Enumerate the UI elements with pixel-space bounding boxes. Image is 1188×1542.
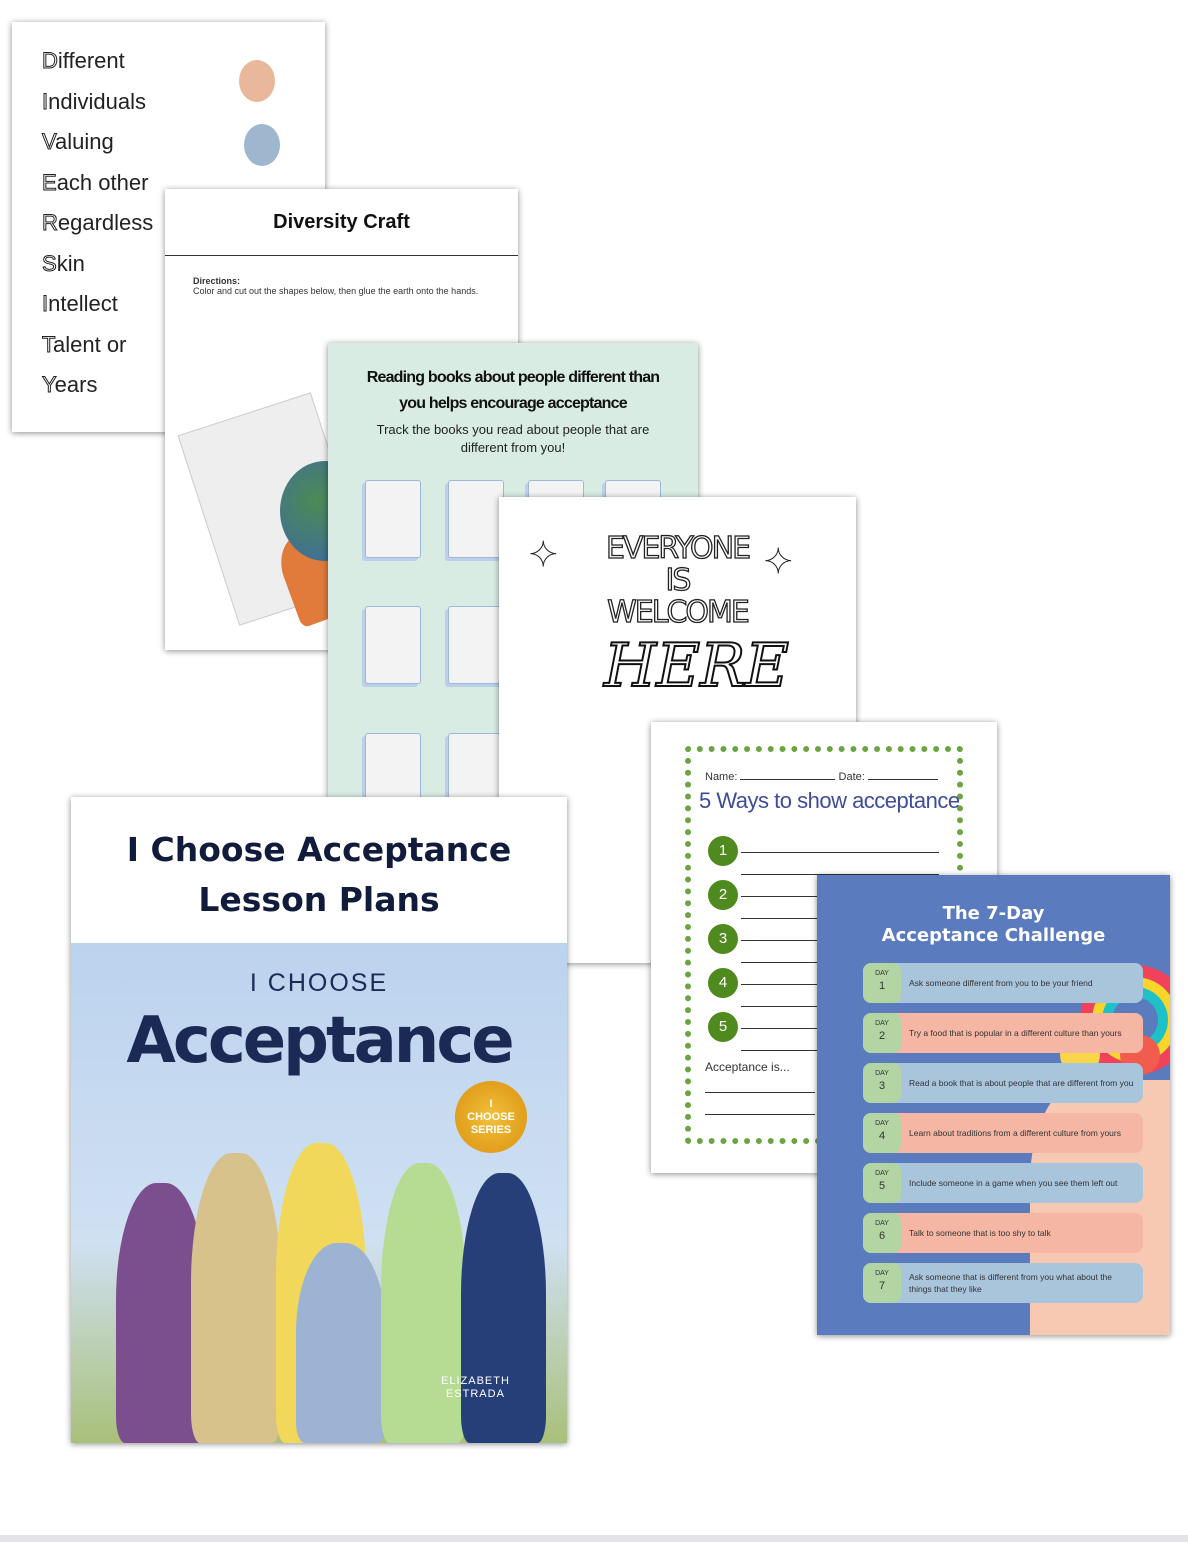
book-subtitle: I CHOOSE — [249, 969, 389, 997]
acrostic-line: Intellect — [41, 291, 118, 317]
boy-illustration — [239, 60, 275, 102]
acceptance-label: Acceptance is... — [705, 1060, 790, 1074]
book-slot — [448, 733, 504, 800]
day-text: Include someone in a game when you see t… — [909, 1178, 1118, 1188]
answer-line — [741, 874, 939, 875]
girl-hijab-illustration — [244, 124, 280, 166]
child-illustration — [191, 1153, 281, 1443]
book-title: Acceptance — [126, 1004, 514, 1078]
acrostic-line: Skin — [42, 250, 85, 276]
day-text: Try a food that is popular in a differen… — [909, 1028, 1122, 1038]
day-text: Read a book that is about people that ar… — [909, 1078, 1134, 1088]
child-wheelchair-illustration — [296, 1243, 386, 1443]
reading-subtitle: Track the books you read about people th… — [376, 422, 650, 455]
directions: Directions:Color and cut out the shapes … — [193, 276, 479, 296]
day-text: Ask someone that is different from you w… — [909, 1272, 1113, 1294]
book-slot — [448, 480, 504, 558]
line — [705, 1114, 815, 1115]
child-illustration — [381, 1163, 466, 1443]
sparkle-icon: ✦ — [529, 536, 558, 575]
craft-title: Diversity Craft — [273, 211, 410, 233]
number-circle: 4 — [708, 968, 738, 998]
book-slot — [448, 606, 504, 684]
acrostic-line: Talent or — [42, 331, 127, 357]
bottom-scrollbar — [0, 1535, 1188, 1542]
day-text: Learn about traditions from a different … — [909, 1128, 1121, 1138]
divider — [165, 255, 518, 256]
welcome-here: HERE — [603, 631, 790, 701]
acrostic-line: Each other — [42, 169, 149, 195]
number-circle: 2 — [708, 880, 738, 910]
name-date-fields: Name: Date: — [705, 770, 938, 783]
number-circle: 3 — [708, 924, 738, 954]
sparkle-icon: ✦ — [764, 543, 793, 582]
day-text: Talk to someone that is too shy to talk — [909, 1228, 1051, 1238]
book-slot — [365, 606, 421, 684]
ways-title: 5 Ways to show acceptance — [699, 788, 960, 813]
number-circle: 1 — [708, 836, 738, 866]
book-slot — [365, 733, 421, 800]
acrostic-line: Individuals — [41, 88, 146, 114]
day-text: Ask someone different from you to be you… — [909, 978, 1093, 988]
line — [705, 1092, 815, 1093]
reading-title: Reading books about people different tha… — [366, 369, 660, 412]
answer-line — [741, 852, 939, 853]
book-slot — [365, 480, 421, 558]
child-illustration — [461, 1173, 546, 1443]
acrostic-line: Regardless — [42, 210, 154, 236]
number-circle: 5 — [708, 1012, 738, 1042]
acrostic-line: Years — [42, 372, 98, 398]
acrostic-line: Valuing — [41, 129, 114, 155]
acrostic-line: Different — [42, 48, 125, 74]
